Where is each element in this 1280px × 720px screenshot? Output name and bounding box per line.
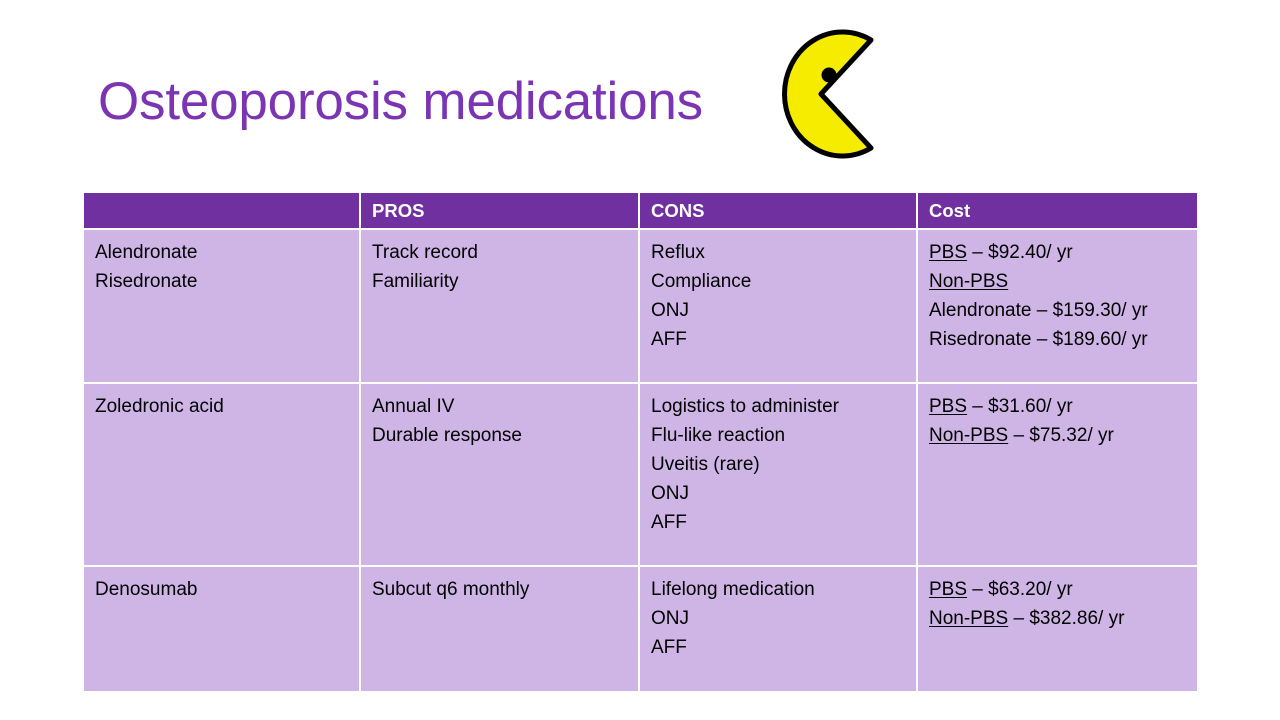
cell-drug: Zoledronic acid	[84, 382, 361, 565]
column-header-pros: PROS	[361, 193, 640, 228]
cell-cost: PBS – $92.40/ yr Non-PBS Alendronate – $15…	[918, 228, 1197, 382]
cost-scheme-label: PBS	[929, 242, 968, 263]
cost-amount: – $382.86/ yr	[1008, 608, 1125, 629]
cost-amount: – $92.40/ yr	[967, 242, 1073, 263]
cost-line: Non-PBS	[929, 267, 1186, 296]
cell-line: Zoledronic acid	[95, 396, 224, 417]
column-header-cons: CONS	[640, 193, 918, 228]
table-header: PROS CONS Cost	[84, 193, 1197, 228]
cell-line: ONJ	[651, 608, 689, 629]
cost-line: Non-PBS – $75.32/ yr	[929, 421, 1186, 450]
cell-line: Track record	[372, 242, 478, 263]
cost-amount: Risedronate – $189.60/ yr	[929, 329, 1148, 350]
cost-line: PBS – $63.20/ yr	[929, 575, 1186, 604]
cell-line: Reflux	[651, 242, 705, 263]
cost-line: PBS – $31.60/ yr	[929, 392, 1186, 421]
cost-scheme-label: Non-PBS	[929, 608, 1009, 629]
column-header-drug	[84, 193, 361, 228]
pacman-eye	[821, 67, 837, 83]
cost-amount: – $63.20/ yr	[967, 579, 1073, 600]
table-header-row: PROS CONS Cost	[84, 193, 1197, 228]
cell-line: Uveitis (rare)	[651, 454, 760, 475]
cell-pros: Annual IV Durable response	[361, 382, 640, 565]
cell-line: Lifelong medication	[651, 579, 815, 600]
cost-line: Non-PBS – $382.86/ yr	[929, 604, 1186, 633]
cell-line: AFF	[651, 637, 687, 658]
cost-line: Alendronate – $159.30/ yr	[929, 296, 1186, 325]
cell-line: AFF	[651, 512, 687, 533]
column-header-cost: Cost	[918, 193, 1197, 228]
cell-drug: Denosumab	[84, 565, 361, 691]
cell-line: ONJ	[651, 300, 689, 321]
cell-line: Annual IV	[372, 396, 455, 417]
cell-line: Familiarity	[372, 271, 459, 292]
cost-amount: – $31.60/ yr	[967, 396, 1073, 417]
cell-line: Subcut q6 monthly	[372, 579, 530, 600]
pacman-svg	[782, 29, 874, 159]
pacman-icon	[757, 28, 887, 160]
cost-amount: – $75.32/ yr	[1008, 425, 1114, 446]
table-row: Denosumab Subcut q6 monthly Lifelong med…	[84, 565, 1197, 691]
cell-line: Alendronate	[95, 242, 198, 263]
cell-line: Logistics to administer	[651, 396, 839, 417]
cost-scheme-label: PBS	[929, 396, 968, 417]
page-title: Osteoporosis medications	[98, 72, 703, 131]
cell-pros: Subcut q6 monthly	[361, 565, 640, 691]
pacman-body	[782, 29, 874, 159]
cost-scheme-label: PBS	[929, 579, 968, 600]
cost-scheme-label: Non-PBS	[929, 425, 1009, 446]
cell-line: Flu-like reaction	[651, 425, 786, 446]
cost-scheme-label: Non-PBS	[929, 271, 1009, 292]
cell-line: AFF	[651, 329, 687, 350]
table-row: Zoledronic acid Annual IV Durable respons…	[84, 382, 1197, 565]
cell-line: Compliance	[651, 271, 752, 292]
cell-line: ONJ	[651, 483, 689, 504]
cost-amount: Alendronate – $159.30/ yr	[929, 300, 1148, 321]
cost-line: PBS – $92.40/ yr	[929, 238, 1186, 267]
cell-line: Denosumab	[95, 579, 198, 600]
cell-line: Risedronate	[95, 271, 198, 292]
cell-line: Durable response	[372, 425, 522, 446]
cost-line: Risedronate – $189.60/ yr	[929, 325, 1186, 354]
